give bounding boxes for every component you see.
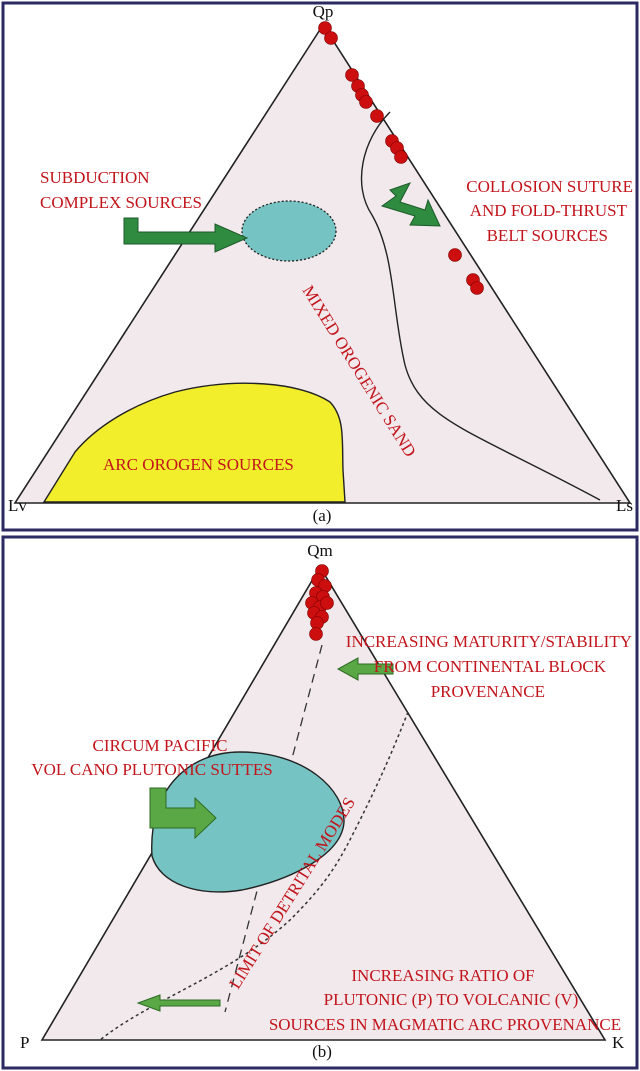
ternary-triangle-a [13, 23, 632, 504]
sample-point [359, 95, 373, 109]
vertex-label-k: K [612, 1033, 625, 1052]
collision-arrow [380, 182, 441, 227]
ratio-arrow [136, 994, 221, 1012]
vertex-label-qp: Qp [313, 2, 334, 21]
panel-b: Qm P K (b) INCREASING MATURITY/STABILITY… [1, 535, 639, 1070]
circum-pacific-field [151, 751, 345, 893]
label-arc-orogen: ARC OROGEN SOURCES [103, 455, 294, 474]
sample-point [370, 109, 384, 123]
sample-point [448, 248, 462, 262]
maturity-arrow [336, 657, 394, 681]
sample-point [309, 627, 323, 641]
label-collision-line3: BELT SOURCES [487, 226, 608, 245]
vertex-label-ls: Ls [616, 496, 633, 515]
label-maturity-line2: FROM CONTINENTAL BLOCK [374, 657, 607, 676]
label-maturity-line3: PROVENANCE [431, 682, 545, 701]
label-ratio-line2: PLUTONIC (P) TO VOLCANIC (V) [324, 990, 579, 1009]
label-circum-line1: CIRCUM PACIFIC [93, 736, 228, 755]
sample-point [470, 281, 484, 295]
sample-point [320, 596, 334, 610]
dashed-reference-line [224, 644, 323, 1013]
sample-point [324, 31, 338, 45]
label-maturity-line1: INCREASING MATURITY/STABILITY [346, 632, 632, 651]
panel-a: Qp Lv Ls (a) SUBDUCTION COMPLEX SOURCES … [1, 1, 639, 532]
label-subduction-line1: SUBDUCTION [40, 168, 150, 187]
circum-pacific-arrow [149, 787, 217, 840]
label-ratio-line3: SOURCES IN MAGMATIC ARC PROVENANCE [269, 1015, 621, 1034]
label-circum-line2: VOL CANO PLUTONIC SUTTES [31, 760, 272, 779]
subduction-complex-field [241, 200, 337, 262]
sample-points-a [318, 21, 484, 295]
label-collision-line1: COLLOSION SUTURE [466, 177, 633, 196]
arc-orogen-field [42, 382, 346, 503]
label-subduction-line2: COMPLEX SOURCES [40, 193, 202, 212]
sample-point [345, 68, 359, 82]
subduction-arrow [123, 217, 249, 253]
limit-detrital-modes-line [99, 711, 409, 1041]
vertex-label-p: P [20, 1033, 29, 1052]
label-collision-line2: AND FOLD-THRUST [470, 201, 628, 220]
label-ratio-line1: INCREASING RATIO OF [351, 966, 534, 985]
sample-points-b [305, 564, 334, 641]
vertex-label-lv: Lv [8, 496, 27, 515]
panel-a-caption: (a) [313, 506, 332, 525]
vertex-label-qm: Qm [307, 541, 333, 560]
sample-point [394, 150, 408, 164]
panel-b-caption: (b) [312, 1042, 332, 1061]
collision-field-boundary [360, 111, 601, 501]
sample-point [318, 21, 332, 35]
